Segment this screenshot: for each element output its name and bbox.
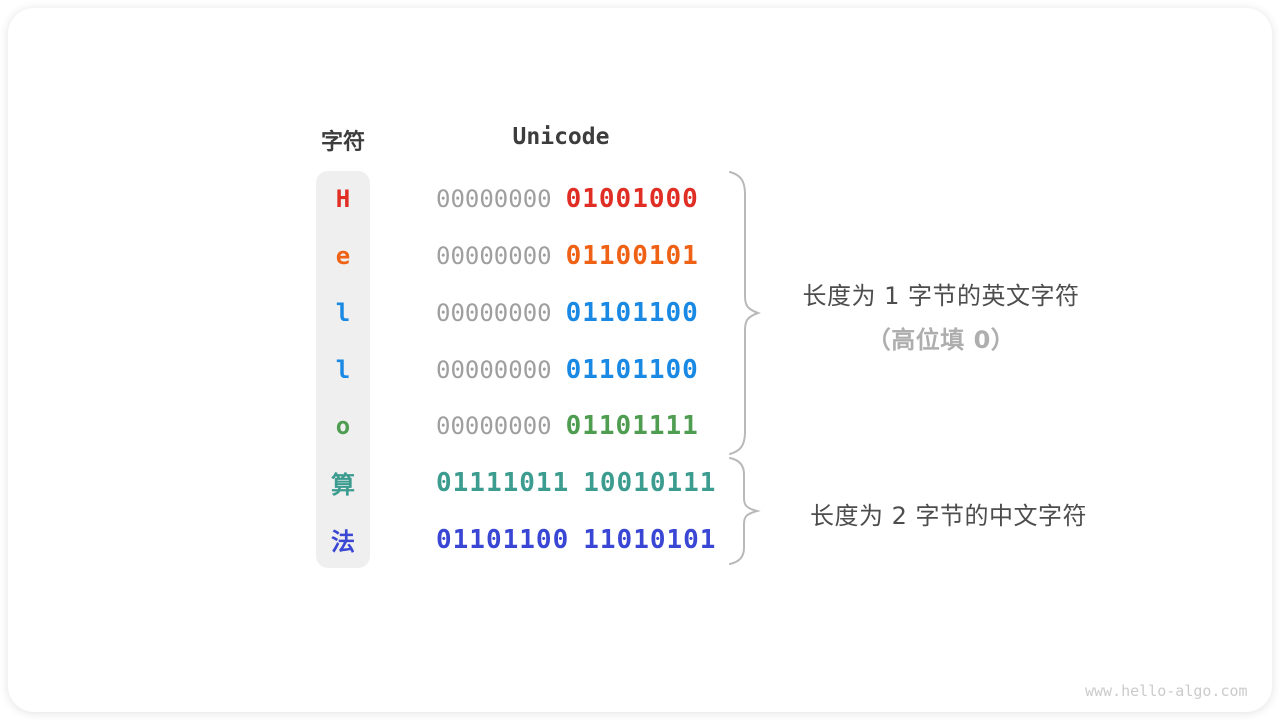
annotation-english-line2: （高位填 0） [866, 326, 1016, 354]
low-byte: 01101100 [565, 297, 699, 328]
annotation-english-line1: 长度为 1 字节的英文字符 [802, 282, 1080, 310]
unicode-row-e: 00000000 01100101 [436, 228, 716, 285]
brace-english-chars [729, 171, 761, 455]
unicode-row-l1: 00000000 01101100 [436, 284, 716, 341]
high-byte: 00000000 [436, 355, 552, 384]
unicode-column-header: Unicode [512, 124, 610, 150]
high-byte: 01111011 [436, 467, 570, 498]
low-byte: 10010111 [583, 467, 717, 498]
watermark: www.hello-algo.com [1085, 682, 1248, 700]
low-byte: 01100101 [565, 241, 699, 272]
high-byte: 00000000 [436, 412, 552, 441]
brace-chinese-chars [729, 457, 761, 565]
low-byte: 01001000 [565, 184, 699, 215]
annotation-english: 长度为 1 字节的英文字符 （高位填 0） [771, 276, 1111, 355]
character-cell-o: o [335, 412, 351, 441]
character-cell-fa: 法 [331, 528, 355, 557]
character-cell-l1: l [335, 298, 351, 327]
low-byte: 01101111 [565, 411, 699, 442]
high-byte: 00000000 [436, 185, 552, 214]
low-byte: 11010101 [583, 524, 717, 555]
unicode-row-l2: 00000000 01101100 [436, 341, 716, 398]
unicode-binary-column: 00000000 01001000 00000000 01100101 0000… [436, 171, 716, 568]
char-column-header: 字符 [320, 130, 365, 155]
annotation-chinese: 长度为 2 字节的中文字符 [771, 496, 1126, 531]
high-byte: 00000000 [436, 242, 552, 271]
unicode-row-suan: 01111011 10010111 [436, 455, 716, 512]
character-cell-H: H [335, 185, 351, 214]
high-byte: 01101100 [436, 524, 570, 555]
unicode-row-o: 00000000 01101111 [436, 398, 716, 455]
character-cell-l2: l [335, 355, 351, 384]
low-byte: 01101100 [565, 354, 699, 385]
unicode-row-fa: 01101100 11010101 [436, 511, 716, 568]
high-byte: 00000000 [436, 298, 552, 327]
diagram-card: 字符 Unicode H e l l o 算 法 00000000 010010… [8, 8, 1272, 712]
annotation-chinese-line1: 长度为 2 字节的中文字符 [809, 502, 1088, 530]
character-column: H e l l o 算 法 [316, 171, 370, 568]
character-cell-suan: 算 [331, 471, 355, 500]
character-cell-e: e [335, 242, 351, 271]
unicode-row-H: 00000000 01001000 [436, 171, 716, 228]
